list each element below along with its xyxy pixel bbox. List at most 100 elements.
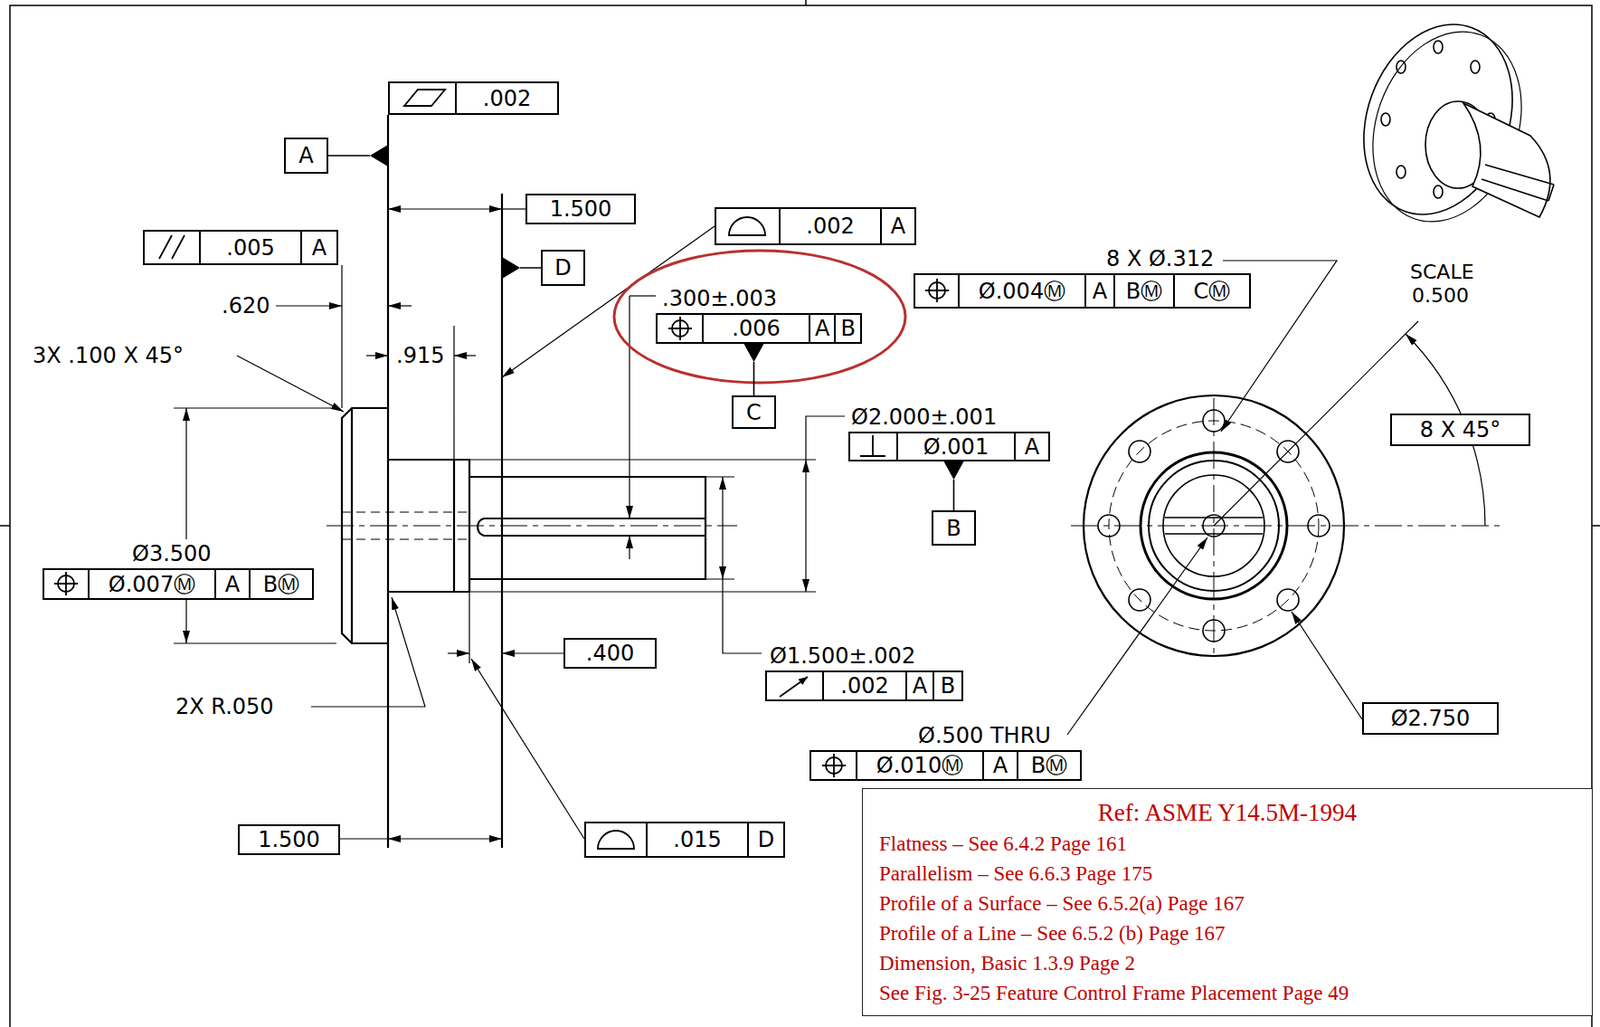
datum-feature-symbol: C bbox=[731, 395, 777, 429]
frame-cell: A bbox=[880, 208, 915, 244]
position-symbol bbox=[925, 278, 949, 303]
position-cross bbox=[668, 316, 692, 341]
note-line: Dimension, Basic 1.3.9 Page 2 bbox=[879, 947, 1576, 978]
feature-control-frame: Ø3.500Ø.007ⓂABⓂ bbox=[42, 568, 314, 600]
datum-triangle bbox=[944, 461, 965, 480]
frame-cell: A bbox=[905, 672, 933, 700]
symbol-cell bbox=[586, 823, 646, 856]
angle-line bbox=[1213, 321, 1419, 526]
dimension-arrow bbox=[388, 304, 412, 306]
dimension-arrow bbox=[628, 295, 630, 519]
dimension-text: Ø2.000±.001 bbox=[848, 402, 1000, 432]
dimension-arrow bbox=[454, 354, 476, 356]
note-line: Parallelism – See 6.6.3 Page 175 bbox=[879, 858, 1576, 889]
parallelism-symbol bbox=[159, 235, 185, 259]
datum-connector bbox=[944, 461, 965, 511]
dimension-line bbox=[186, 208, 845, 839]
dimension-label: 0.500 bbox=[1410, 284, 1471, 308]
feature-control-frame: .005A bbox=[142, 229, 339, 266]
frame-cell: CⓂ bbox=[1173, 274, 1250, 307]
position-symbol bbox=[822, 753, 846, 777]
datum-connector bbox=[744, 343, 765, 396]
datum-triangle bbox=[501, 256, 521, 279]
dimension-label: .620 bbox=[219, 292, 272, 320]
flange-back bbox=[1347, 10, 1547, 243]
symbol-cell bbox=[766, 672, 823, 700]
iso-hole bbox=[1396, 165, 1406, 179]
dimension-arrow bbox=[804, 524, 806, 592]
frame-cell: BⓂ bbox=[1113, 274, 1174, 307]
frame-cell: A bbox=[808, 314, 834, 342]
dimension-label: 2X R.050 bbox=[173, 692, 276, 720]
frame-cell: A bbox=[1084, 274, 1114, 307]
isometric-view bbox=[1338, 3, 1554, 243]
dimension-arrow bbox=[444, 837, 502, 839]
dimension-arrow bbox=[721, 527, 723, 579]
dimension-arrow bbox=[185, 407, 187, 525]
frame-cell: C bbox=[733, 397, 775, 427]
symbol-cell bbox=[850, 433, 897, 460]
symbol-cell bbox=[915, 274, 958, 307]
frame-cell: Ø.004Ⓜ bbox=[957, 274, 1085, 307]
frame-cell: 1.500 bbox=[239, 825, 339, 853]
leader-line bbox=[629, 294, 656, 296]
note-line: Flatness – See 6.4.2 Page 161 bbox=[879, 828, 1576, 859]
position-cross bbox=[925, 278, 949, 303]
frame-cell: .002 bbox=[822, 672, 906, 700]
symbol-cell bbox=[657, 314, 702, 342]
bolt-hole bbox=[1128, 588, 1151, 611]
dimension-arrow bbox=[447, 652, 470, 654]
frame-cell: .400 bbox=[565, 639, 655, 667]
frame-cell: 8 X 45° bbox=[1391, 415, 1529, 445]
symbol-cell bbox=[144, 231, 199, 264]
iso-shaft bbox=[1463, 103, 1551, 218]
dimension-label: SCALE bbox=[1408, 260, 1477, 285]
frame-cell: B bbox=[833, 314, 860, 342]
frame-cell: A bbox=[214, 569, 249, 598]
leader-line bbox=[722, 578, 762, 654]
leader-line bbox=[311, 596, 426, 707]
frame-cell: A bbox=[1013, 433, 1049, 460]
frame-cell: 1.500 bbox=[527, 195, 635, 223]
dimension-label: .915 bbox=[394, 341, 446, 370]
bolt-hole bbox=[1128, 440, 1151, 463]
dimension-text: 8 X Ø.312 bbox=[1103, 244, 1217, 274]
position-symbol bbox=[54, 571, 78, 596]
datum-feature-symbol: B bbox=[931, 510, 976, 546]
dimension-arrow bbox=[275, 304, 342, 306]
dimension-arrow bbox=[444, 208, 502, 209]
feature-control-frame: Ø1.500±.002.002AB bbox=[765, 670, 964, 701]
frame-cell: Ø.001 bbox=[896, 433, 1014, 460]
dimension-arrow bbox=[721, 476, 723, 528]
dimension-arrow bbox=[388, 837, 445, 839]
symbol-cell bbox=[389, 83, 455, 114]
datum-feature-symbol: D bbox=[540, 249, 586, 286]
iso-hole bbox=[1470, 60, 1480, 74]
side-view bbox=[173, 114, 845, 848]
datum-leader bbox=[324, 155, 541, 268]
bolt-hole bbox=[1277, 588, 1299, 611]
dimension-label: 3X .100 X 45° bbox=[30, 341, 186, 370]
frame-cell: .002 bbox=[778, 208, 881, 244]
symbol-cell bbox=[716, 208, 779, 244]
dimension-text: Ø1.500±.002 bbox=[766, 641, 919, 671]
frame-cell: BⓂ bbox=[248, 569, 313, 598]
frame-cell: .005 bbox=[198, 231, 301, 264]
frame-cell: B bbox=[932, 672, 962, 700]
leader-line bbox=[1291, 611, 1363, 720]
part-outline bbox=[341, 114, 706, 848]
dimension-arrow bbox=[388, 208, 445, 209]
fcf-symbols bbox=[54, 89, 949, 849]
note-title: Ref: ASME Y14.5M-1994 bbox=[879, 795, 1576, 829]
position-cross bbox=[822, 753, 846, 777]
dimension-arrow bbox=[804, 459, 806, 525]
frame-cell: .015 bbox=[645, 823, 748, 856]
leader-line bbox=[471, 658, 585, 839]
iso-slot bbox=[1481, 164, 1554, 201]
feature-control-frame: .015D bbox=[584, 821, 786, 858]
feature-control-frame: Ø2.000±.001Ø.001A bbox=[848, 431, 1051, 462]
leader-line bbox=[236, 355, 344, 412]
dimension-line bbox=[501, 208, 526, 209]
position-symbol bbox=[668, 316, 692, 341]
